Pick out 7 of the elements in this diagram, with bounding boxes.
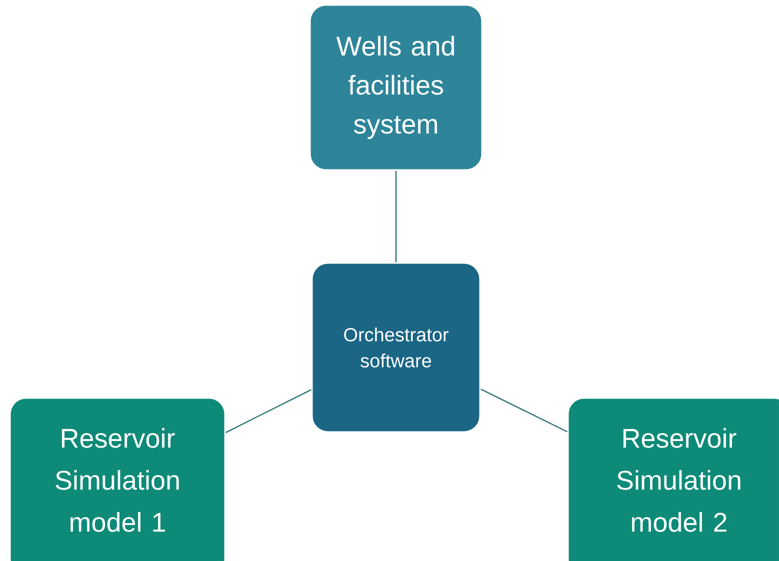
- process-box: Wells and facilities system: [309, 4, 483, 171]
- process-box: Reservoir Simulation model 1: [9, 397, 226, 561]
- connector-line: [480, 388, 568, 432]
- connector-line: [225, 389, 312, 434]
- process-box: Orchestrator software: [311, 262, 481, 433]
- process-box: Reservoir Simulation model 2: [567, 397, 779, 561]
- connector-line: [395, 170, 397, 262]
